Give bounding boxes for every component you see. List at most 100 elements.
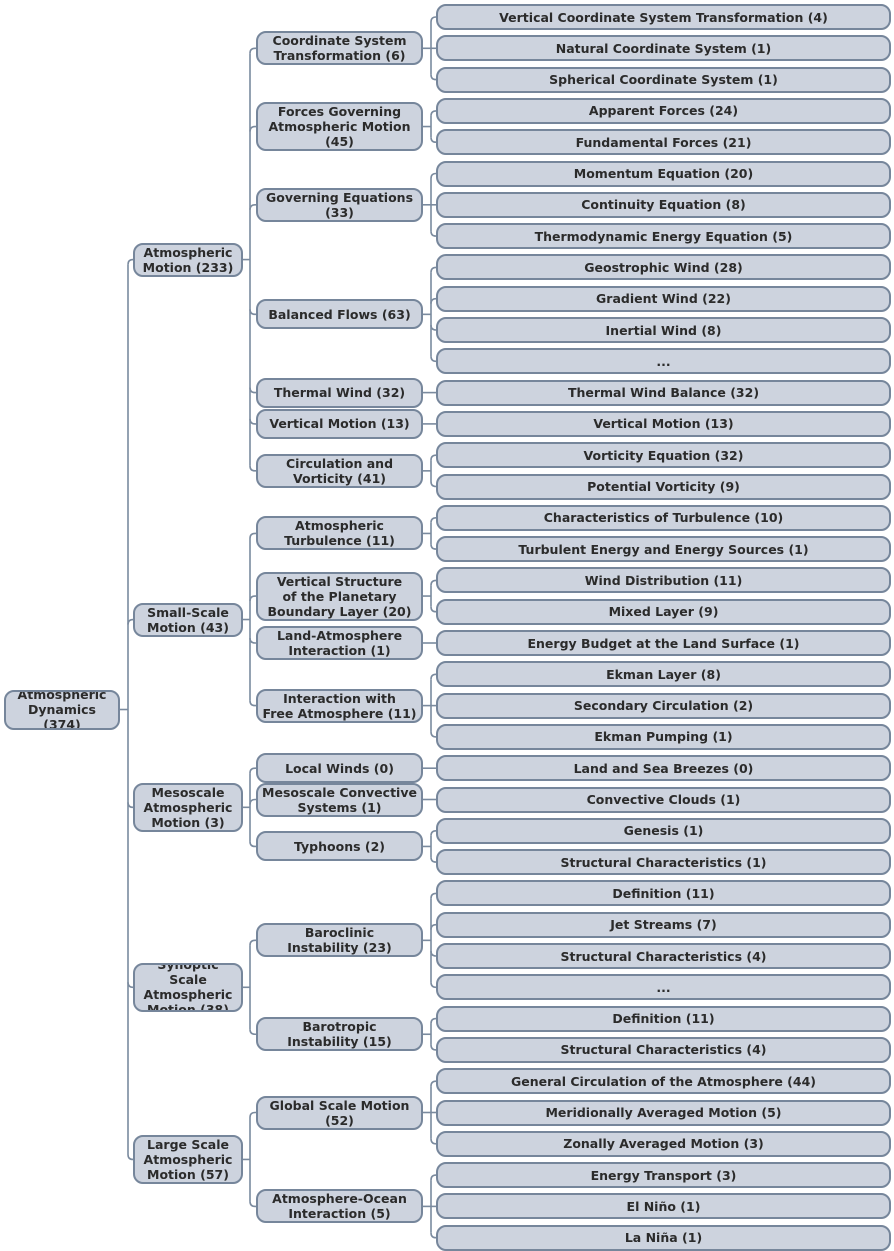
- node-genesis-1[interactable]: Genesis (1): [436, 817, 891, 844]
- node-label: Circulation and Vorticity (41): [285, 455, 394, 486]
- node-label: Genesis (1): [623, 823, 704, 839]
- node-atmospheric-dynamics-374[interactable]: Atmospheric Dynamics (374): [4, 689, 120, 730]
- node-vorticity-equation-32[interactable]: Vorticity Equation (32): [436, 442, 891, 469]
- node-label: Vertical Coordinate System Transformatio…: [499, 9, 828, 25]
- node-general-circulation-of-the-atmosphere-44[interactable]: General Circulation of the Atmosphere (4…: [436, 1068, 891, 1095]
- node-interaction-with-free-atmosphere-11[interactable]: Interaction with Free Atmosphere (11): [256, 688, 423, 723]
- node-label: Secondary Circulation (2): [573, 698, 754, 714]
- node-label: Inertial Wind (8): [605, 322, 722, 338]
- node-ekman-layer-8[interactable]: Ekman Layer (8): [436, 661, 891, 688]
- node-vertical-structure-of-the-planetary-boundary-layer-20[interactable]: Vertical Structure of the Planetary Boun…: [256, 571, 423, 621]
- node-thermal-wind-balance-32[interactable]: Thermal Wind Balance (32): [436, 379, 891, 406]
- node-label: Momentum Equation (20): [573, 166, 754, 181]
- node-typhoons-2[interactable]: Typhoons (2): [256, 831, 423, 862]
- node-inertial-wind-8[interactable]: Inertial Wind (8): [436, 317, 891, 343]
- node-gradient-wind-22[interactable]: Gradient Wind (22): [436, 285, 891, 312]
- node-label: Ekman Pumping (1): [594, 729, 733, 745]
- node-global-scale-motion-52[interactable]: Global Scale Motion (52): [256, 1095, 423, 1130]
- connector-branch: [249, 1111, 256, 1118]
- node-label: Small-Scale Motion (43): [147, 604, 229, 635]
- connector-branch: [127, 618, 134, 625]
- node-label: Mixed Layer (9): [608, 604, 719, 620]
- connector-branch: [249, 595, 256, 602]
- node-circulation-and-vorticity-41[interactable]: Circulation and Vorticity (41): [256, 453, 423, 488]
- node-momentum-equation-20[interactable]: Momentum Equation (20): [436, 160, 891, 187]
- node-vertical-motion-13[interactable]: Vertical Motion (13): [436, 410, 891, 437]
- node-natural-coordinate-system-1[interactable]: Natural Coordinate System (1): [436, 35, 891, 62]
- node-spherical-coordinate-system-1[interactable]: Spherical Coordinate System (1): [436, 66, 891, 93]
- node-label: Meridionally Averaged Motion (5): [545, 1105, 782, 1120]
- node-mixed-layer-9[interactable]: Mixed Layer (9): [436, 598, 891, 625]
- connector-branch: [430, 266, 437, 273]
- node-meridionally-averaged-motion-5[interactable]: Meridionally Averaged Motion (5): [436, 1099, 891, 1126]
- connector-branch: [249, 204, 256, 210]
- node-coordinate-system-transformation-6[interactable]: Coordinate System Transformation (6): [256, 31, 423, 66]
- node-zonally-averaged-motion-3[interactable]: Zonally Averaged Motion (3): [436, 1130, 891, 1157]
- node-atmospheric-turbulence-11[interactable]: Atmospheric Turbulence (11): [256, 516, 423, 551]
- node-large-scale-atmospheric-motion-57[interactable]: Large Scale Atmospheric Motion (57): [133, 1134, 243, 1184]
- node-synoptic-scale-atmospheric-motion-38[interactable]: Synoptic Scale Atmospheric Motion (38): [133, 962, 243, 1012]
- node-label: Baroclinic Instability (23): [287, 925, 392, 956]
- node-forces-governing-atmospheric-motion-45[interactable]: Forces Governing Atmospheric Motion (45): [256, 102, 423, 152]
- node-mesoscale-convective-systems-1[interactable]: Mesoscale Convective Systems (1): [256, 782, 423, 817]
- node-atmosphere-ocean-interaction-5[interactable]: Atmosphere-Ocean Interaction (5): [256, 1189, 423, 1224]
- node-fundamental-forces-21[interactable]: Fundamental Forces (21): [436, 129, 891, 156]
- node-wind-distribution-11[interactable]: Wind Distribution (11): [436, 567, 891, 594]
- node-label: Local Winds (0): [285, 760, 394, 776]
- node-atmospheric-motion-233[interactable]: Atmospheric Motion (233): [133, 242, 243, 277]
- node-potential-vorticity-9[interactable]: Potential Vorticity (9): [436, 473, 891, 500]
- node-land-and-sea-breezes-0[interactable]: Land and Sea Breezes (0): [436, 755, 891, 782]
- node-continuity-equation-8[interactable]: Continuity Equation (8): [436, 191, 891, 218]
- node-baroclinic-instability-23[interactable]: Baroclinic Instability (23): [256, 923, 423, 958]
- connector-branch: [430, 517, 437, 523]
- node-structural-characteristics-4[interactable]: Structural Characteristics (4): [436, 943, 891, 969]
- connector-branch: [430, 857, 437, 863]
- node-secondary-circulation-2[interactable]: Secondary Circulation (2): [436, 692, 891, 719]
- node-vertical-coordinate-system-transformation-4[interactable]: Vertical Coordinate System Transformatio…: [436, 4, 891, 30]
- node-land-atmosphere-interaction-1[interactable]: Land-Atmosphere Interaction (1): [256, 626, 423, 660]
- node-apparent-forces-24[interactable]: Apparent Forces (24): [436, 97, 891, 124]
- node-thermal-wind-32[interactable]: Thermal Wind (32): [256, 377, 423, 408]
- connector-branch: [430, 1017, 437, 1024]
- node-jet-streams-7[interactable]: Jet Streams (7): [436, 911, 891, 938]
- node-label: La Niña (1): [624, 1230, 703, 1246]
- node-convective-clouds-1[interactable]: Convective Clouds (1): [436, 786, 891, 813]
- node-mesoscale-atmospheric-motion-3[interactable]: Mesoscale Atmospheric Motion (3): [133, 782, 243, 832]
- node-local-winds-0[interactable]: Local Winds (0): [256, 753, 423, 784]
- node-definition-11[interactable]: Definition (11): [436, 880, 891, 907]
- connector-branch: [430, 1080, 437, 1087]
- node-structural-characteristics-4[interactable]: Structural Characteristics (4): [436, 1036, 891, 1063]
- node-ekman-pumping-1[interactable]: Ekman Pumping (1): [436, 723, 891, 750]
- node-balanced-flows-63[interactable]: Balanced Flows (63): [256, 299, 423, 330]
- connector-branch: [430, 297, 437, 304]
- node-geostrophic-wind-28[interactable]: Geostrophic Wind (28): [436, 254, 891, 281]
- node-label: Mesoscale Convective Systems (1): [262, 784, 417, 815]
- node-definition-11[interactable]: Definition (11): [436, 1005, 891, 1032]
- node-el-ni-o-1[interactable]: El Niño (1): [436, 1193, 891, 1220]
- node-ellipsis[interactable]: ...: [436, 974, 891, 1001]
- node-label: Global Scale Motion (52): [269, 1097, 410, 1128]
- connector-branch: [430, 982, 437, 989]
- node-label: ...: [656, 979, 671, 995]
- connector-branch: [430, 137, 437, 143]
- node-energy-budget-at-the-land-surface-1[interactable]: Energy Budget at the Land Surface (1): [436, 630, 891, 656]
- node-barotropic-instability-15[interactable]: Barotropic Instability (15): [256, 1017, 423, 1052]
- node-energy-transport-3[interactable]: Energy Transport (3): [436, 1162, 891, 1189]
- node-turbulent-energy-and-energy-sources-1[interactable]: Turbulent Energy and Energy Sources (1): [436, 536, 891, 563]
- node-thermodynamic-energy-equation-5[interactable]: Thermodynamic Energy Equation (5): [436, 223, 891, 250]
- connector-branch: [430, 324, 437, 331]
- node-label: Fundamental Forces (21): [575, 134, 752, 150]
- node-characteristics-of-turbulence-10[interactable]: Characteristics of Turbulence (10): [436, 504, 891, 531]
- node-label: Convective Clouds (1): [586, 792, 741, 807]
- node-ellipsis[interactable]: ...: [436, 348, 891, 375]
- node-small-scale-motion-43[interactable]: Small-Scale Motion (43): [133, 602, 243, 637]
- connector-branch: [430, 172, 437, 179]
- node-vertical-motion-13[interactable]: Vertical Motion (13): [256, 408, 423, 439]
- node-structural-characteristics-1[interactable]: Structural Characteristics (1): [436, 849, 891, 876]
- node-label: Gradient Wind (22): [596, 291, 731, 307]
- node-governing-equations-33[interactable]: Governing Equations (33): [256, 187, 423, 222]
- connector-branch: [430, 892, 437, 899]
- node-la-ni-a-1[interactable]: La Niña (1): [436, 1224, 891, 1251]
- node-label: Governing Equations (33): [265, 189, 414, 220]
- node-label: Synoptic Scale Atmospheric Motion (38): [143, 962, 233, 1012]
